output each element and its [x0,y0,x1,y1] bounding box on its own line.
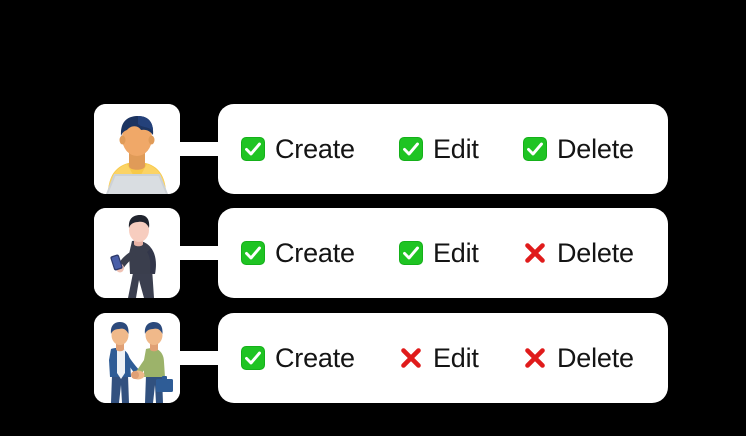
permission-label: Edit [433,343,479,373]
avatar-people-handshake-icon [94,313,180,403]
permission-item-delete[interactable]: Delete [522,341,634,375]
permission-item-edit[interactable]: Edit [398,341,479,375]
permission-item-edit[interactable]: Edit [398,132,479,166]
permission-card: Create Edit Delete [218,104,668,194]
permission-item-delete[interactable]: Delete [522,132,634,166]
permission-label: Create [275,238,355,268]
permission-label: Edit [433,238,479,268]
check-box-icon [399,241,423,265]
cross-mark-icon [525,348,545,368]
permission-label: Create [275,134,355,164]
permission-item-create[interactable]: Create [240,132,355,166]
permission-label: Delete [557,134,634,164]
permission-label: Create [275,343,355,373]
permission-label: Delete [557,343,634,373]
permission-card: Create Edit Delete [218,313,668,403]
check-box-icon [241,241,265,265]
check-box-icon [241,137,265,161]
avatar-person-phone-icon [94,208,180,298]
permission-item-edit[interactable]: Edit [398,236,479,270]
permission-label: Edit [433,134,479,164]
check-box-icon [399,137,423,161]
avatar-person-laptop-icon [94,104,180,194]
avatar-people-handshake [94,313,180,403]
avatar-person-laptop [94,104,180,194]
permission-label: Delete [557,238,634,268]
permission-item-delete[interactable]: Delete [522,236,634,270]
cross-mark-icon [401,348,421,368]
permission-card: Create Edit Delete [218,208,668,298]
permission-item-create[interactable]: Create [240,341,355,375]
check-box-icon [241,346,265,370]
permission-item-create[interactable]: Create [240,236,355,270]
cross-mark-icon [525,243,545,263]
check-box-icon [523,137,547,161]
avatar-person-phone [94,208,180,298]
